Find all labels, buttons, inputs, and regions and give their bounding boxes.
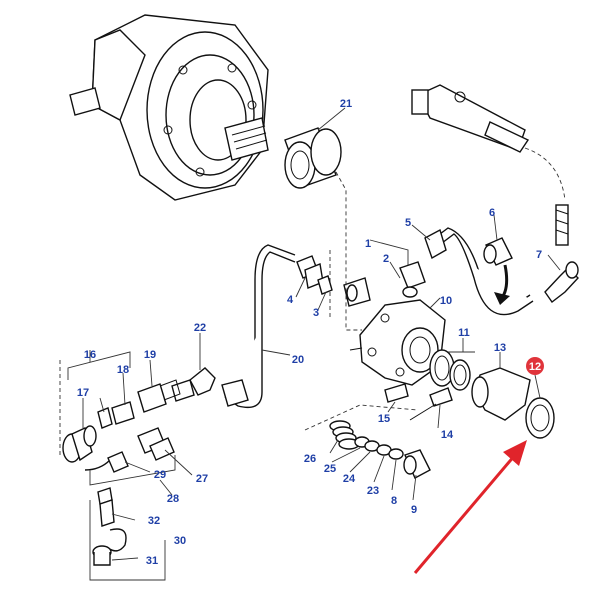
callout-13: 13 [494,342,506,354]
callout-20: 20 [292,354,304,366]
motor-housing-drawing [69,14,269,201]
callout-3: 3 [313,307,319,319]
callout-11: 11 [458,327,470,339]
cylinder-drawing [411,84,569,246]
callout-15: 15 [378,413,390,425]
callout-12: 12 [529,361,541,373]
callout-32: 32 [148,515,160,527]
callout-18: 18 [117,364,129,376]
callout-31: 31 [146,555,158,567]
callout-1: 1 [365,238,371,250]
pointer-arrow-head [503,440,527,466]
callout-2: 2 [383,253,389,265]
callout-5: 5 [405,217,411,229]
callout-10: 10 [440,295,452,307]
pointer-arrow-line [413,454,517,574]
callout-23: 23 [367,485,379,497]
callout-24: 24 [343,473,356,485]
callout-26: 26 [304,453,316,465]
callout-29: 29 [154,469,166,481]
callout-19: 19 [144,349,156,361]
callout-25: 25 [324,463,336,475]
pump-body-drawing [349,299,446,386]
callout-8: 8 [391,495,397,507]
callout-9: 9 [411,504,417,516]
callout-6: 6 [489,207,495,219]
callout-7: 7 [536,249,542,261]
bearing-drawing [284,127,342,189]
callout-17: 17 [77,387,89,399]
callout-22: 22 [194,322,206,334]
callout-16: 16 [84,349,96,361]
callout-27: 27 [196,473,208,485]
callout-4: 4 [287,294,294,306]
callout-21: 21 [340,98,352,110]
callout-28: 28 [167,493,179,505]
callout-14: 14 [441,429,454,441]
spring-drawing [329,420,360,450]
callout-30: 30 [174,535,186,547]
highlight-badge [526,357,544,375]
